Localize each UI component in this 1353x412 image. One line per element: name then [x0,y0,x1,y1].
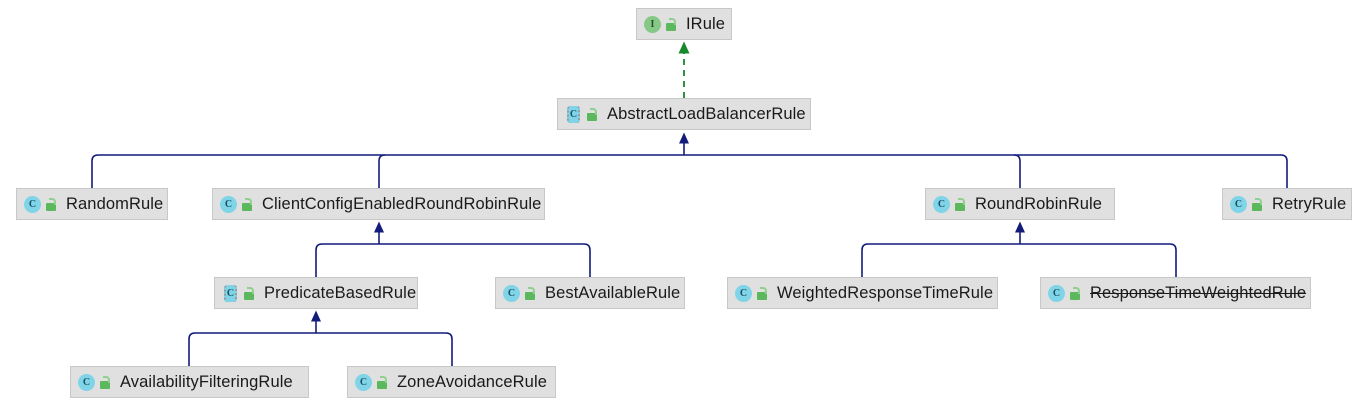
class-icon [1230,195,1247,213]
edge-group-roundrobinrule-children [861,221,1177,277]
public-marker-icon [756,286,768,300]
edge-group-predicatebasedrule-children [188,310,453,366]
abstract-class-icon [222,284,239,302]
public-marker-icon [665,17,677,31]
public-marker-icon [241,197,253,211]
class-icon [355,373,372,391]
abstract-class-icon [565,105,582,123]
public-marker-icon [376,375,388,389]
node-label-randomrule: RandomRule [66,194,164,213]
public-marker-icon [243,286,255,300]
edge-group-abstractloadbalancerrule-children [91,132,1288,188]
public-marker-icon [586,107,598,121]
node-weightedresponsetimerule[interactable]: WeightedResponseTimeRule [727,277,998,309]
node-bestavailablerule[interactable]: BestAvailableRule [495,277,685,309]
node-availabilityfilteringrule[interactable]: AvailabilityFilteringRule [70,366,309,398]
node-label-abstractloadbalancerrule: AbstractLoadBalancerRule [607,104,806,123]
node-clientconfigenabledroundrobinrule[interactable]: ClientConfigEnabledRoundRobinRule [212,188,545,220]
node-randomrule[interactable]: RandomRule [16,188,168,220]
node-roundrobinrule[interactable]: RoundRobinRule [925,188,1115,220]
public-marker-icon [99,375,111,389]
node-abstractloadbalancerrule[interactable]: AbstractLoadBalancerRule [557,98,811,130]
public-marker-icon [524,286,536,300]
node-label-bestavailablerule: BestAvailableRule [545,283,681,302]
public-marker-icon [1069,286,1081,300]
public-marker-icon [45,197,57,211]
public-marker-icon [1251,197,1263,211]
node-responsetimeweightedrule[interactable]: ResponseTimeWeightedRule [1040,277,1311,309]
class-icon [503,284,520,302]
node-label-predicatebasedrule: PredicateBasedRule [264,283,417,302]
node-predicatebasedrule[interactable]: PredicateBasedRule [214,277,418,309]
node-irule[interactable]: IRule [636,8,732,40]
node-label-availabilityfilteringrule: AvailabilityFilteringRule [120,372,293,391]
class-icon [78,373,95,391]
node-label-irule: IRule [686,14,726,33]
edge-group-clientconfigenabledroundrobinrule-children [315,221,591,277]
node-label-weightedresponsetimerule: WeightedResponseTimeRule [777,283,994,302]
node-label-retryrule: RetryRule [1272,194,1347,213]
node-retryrule[interactable]: RetryRule [1222,188,1352,220]
node-label-roundrobinrule: RoundRobinRule [975,194,1103,213]
class-icon [24,195,41,213]
node-label-clientconfigenabledroundrobinrule: ClientConfigEnabledRoundRobinRule [262,194,542,213]
public-marker-icon [954,197,966,211]
class-icon [933,195,950,213]
class-icon [735,284,752,302]
interface-icon [644,15,661,33]
node-label-responsetimeweightedrule: ResponseTimeWeightedRule [1090,283,1307,302]
class-icon [1048,284,1065,302]
node-label-zoneavoidancerule: ZoneAvoidanceRule [397,372,547,391]
class-icon [220,195,237,213]
node-zoneavoidancerule[interactable]: ZoneAvoidanceRule [347,366,556,398]
